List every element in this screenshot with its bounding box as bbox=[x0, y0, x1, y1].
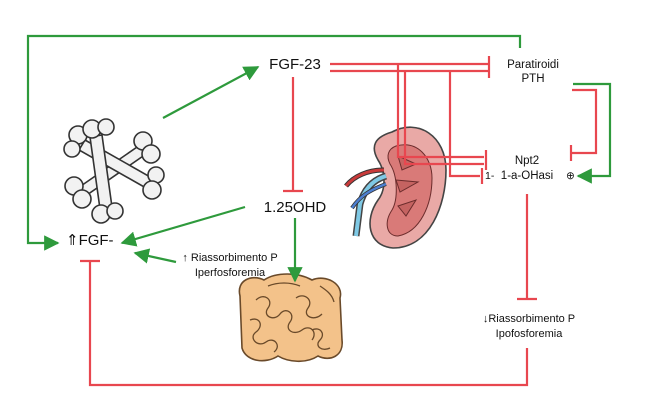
label-reabs-down-2: Ipofosforemia bbox=[496, 328, 564, 340]
arrow-reabs-to-fgf bbox=[133, 248, 177, 264]
arrow-pth-to-npt2 bbox=[573, 82, 612, 184]
label-fgf23: FGF-23 bbox=[269, 56, 321, 73]
intestine-icon bbox=[238, 273, 343, 363]
kidney-icon bbox=[344, 126, 447, 249]
arrow-bone-to-fgf23 bbox=[162, 66, 260, 119]
stimulation-arrows bbox=[26, 34, 612, 283]
diagram-labels: FGF-23 Paratiroidi PTH Npt2 1-a-OHasi 1-… bbox=[66, 56, 575, 340]
label-vitd: 1.25OHD bbox=[264, 199, 327, 216]
inhibition-lines bbox=[80, 56, 598, 387]
label-npt2-left-mark: 1- bbox=[485, 170, 495, 182]
label-npt2-2: 1-a-OHasi bbox=[501, 170, 553, 182]
label-reabs-up-1: ↑ Riassorbimento P bbox=[182, 252, 277, 264]
bone-icon bbox=[63, 118, 165, 224]
label-reabs-down-1: ↓Riassorbimento P bbox=[483, 313, 575, 325]
label-npt2-1: Npt2 bbox=[515, 155, 539, 167]
label-fgf-low: ⇑FGF- bbox=[66, 232, 114, 249]
label-npt2-right-mark: ⊕ bbox=[566, 170, 575, 182]
label-pth-1: Paratiroidi bbox=[507, 59, 559, 71]
label-pth-2: PTH bbox=[522, 73, 545, 85]
arrow-top-loop bbox=[26, 34, 522, 251]
arrow-vitd-to-fgf bbox=[120, 205, 246, 247]
label-reabs-up-2: Iperfosforemia bbox=[195, 267, 266, 279]
